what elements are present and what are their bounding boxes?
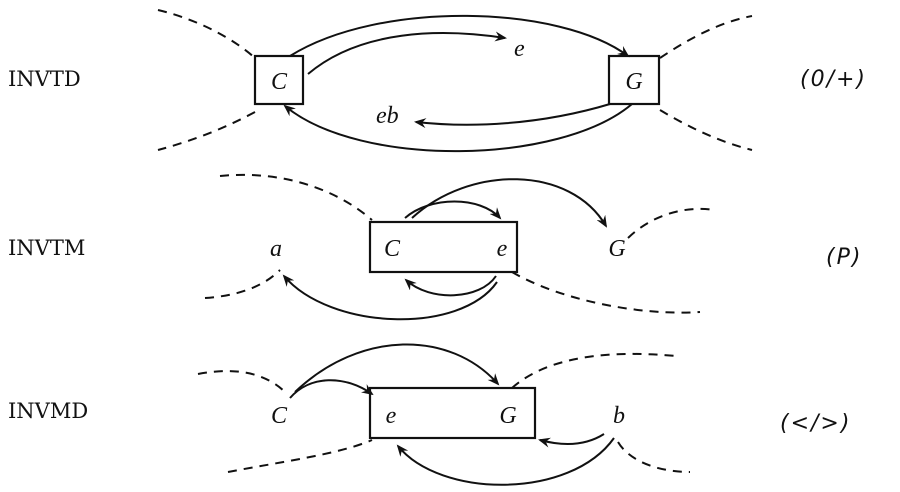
node-e: e — [497, 236, 508, 262]
arc-c-to-e — [289, 379, 374, 399]
dashed-line — [511, 271, 701, 314]
arc-g-to-eb — [414, 103, 611, 129]
node-eb: eb — [376, 103, 399, 129]
dashed-line — [204, 269, 281, 299]
node-ce-box: C e — [368, 220, 519, 274]
row-label-invmd: INVMD — [8, 399, 88, 423]
row-invtm: INVTM C e a G (P) — [8, 173, 862, 321]
node-b: b — [613, 403, 625, 429]
arc-c-to-e — [404, 200, 502, 220]
arc-e-to-a — [282, 274, 498, 321]
row-code-invtd: (0/+) — [800, 67, 867, 92]
row-code-invtm: (P) — [826, 245, 862, 270]
row-invmd: INVMD e G C b (</>) — [8, 343, 851, 486]
node-c: C — [384, 236, 401, 262]
node-e: e — [386, 403, 397, 429]
dashed-line — [659, 109, 753, 151]
arc-b-to-g — [538, 433, 605, 448]
node-e: e — [514, 36, 525, 62]
row-label-invtd: INVTD — [8, 67, 81, 91]
node-g: G — [499, 403, 516, 429]
dashed-line — [227, 439, 373, 473]
dashed-line — [157, 111, 256, 151]
arc-c-to-e — [307, 31, 507, 75]
arc-c-to-g — [411, 178, 608, 228]
node-c: C — [271, 403, 288, 429]
row-label-invtm: INVTM — [8, 236, 85, 260]
node-g: G — [608, 236, 625, 262]
dashed-line — [617, 441, 691, 473]
dashed-line — [157, 9, 256, 59]
node-c: C — [253, 54, 305, 106]
dashed-line — [511, 352, 677, 389]
svg-text:C: C — [271, 69, 288, 95]
dashed-line — [197, 370, 286, 393]
dashed-line — [219, 173, 373, 221]
svg-text:G: G — [625, 69, 642, 95]
dashed-line — [659, 15, 753, 59]
row-invtd: INVTD C G e eb (0/+) — [8, 9, 867, 153]
node-a: a — [270, 236, 282, 262]
arc-c-to-g — [289, 14, 630, 58]
node-eg-box: e G — [368, 386, 537, 440]
arc-g-to-c — [283, 103, 633, 153]
node-g: G — [607, 54, 661, 106]
dashed-line — [627, 207, 715, 239]
row-code-invmd: (</>) — [780, 411, 851, 436]
arc-c-to-g — [294, 343, 500, 393]
arc-b-to-e — [396, 437, 615, 486]
arc-e-to-c — [404, 275, 497, 297]
